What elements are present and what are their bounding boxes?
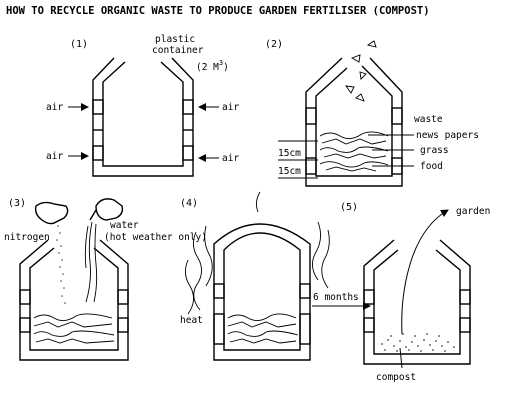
compost-pile: [381, 333, 455, 352]
water-label-line1: water: [110, 220, 139, 231]
arrow-icon: [401, 209, 449, 335]
waste-layers: [33, 313, 115, 344]
compost-bin-icon: [213, 223, 311, 361]
news-papers-label: news papers: [416, 130, 479, 141]
diagram-title: HOW TO RECYCLE ORGANIC WASTE TO PRODUCE …: [6, 5, 430, 17]
compost-bin-icon: [92, 57, 194, 177]
air-label-left-bottom: air: [46, 151, 63, 162]
water-label-line2: (hot weather only): [104, 232, 207, 243]
container-label-line2: container: [152, 45, 204, 56]
step-1: (1) plastic container (2 M3) air air air…: [46, 34, 239, 177]
heat-label: heat: [180, 315, 203, 326]
waste-label: waste: [414, 114, 443, 125]
falling-waste: [345, 40, 377, 102]
step-5: (5) garden compost: [340, 202, 490, 383]
bag-icon: [34, 201, 69, 225]
step-4-number: (4): [180, 198, 198, 209]
compost-label: compost: [376, 372, 416, 383]
step-3-number: (3): [8, 198, 26, 209]
grass-label: grass: [420, 145, 449, 156]
duration-label: 6 months: [313, 292, 359, 303]
step-5-number: (5): [340, 202, 358, 213]
waste-layers: [227, 313, 299, 344]
air-label-right-top: air: [222, 102, 239, 113]
container-label-line1: plastic: [155, 34, 195, 45]
compost-bin-icon: [363, 239, 471, 365]
waste-layers: [319, 131, 389, 172]
compost-leader: [399, 347, 403, 369]
step-1-number: (1): [70, 39, 88, 50]
step-3: (3) nitrogen water (hot weather only): [4, 198, 207, 361]
air-label-right-bottom: air: [222, 153, 239, 164]
compost-bin-icon: [19, 239, 129, 361]
watering-can-icon: [89, 198, 124, 221]
nitrogen-sprinkle: [56, 225, 66, 304]
step-2-number: (2): [265, 39, 283, 50]
garden-label: garden: [456, 206, 490, 217]
heat-wisps: [185, 191, 330, 315]
food-label: food: [420, 161, 443, 172]
layer-1-label: 15cm: [278, 148, 301, 159]
volume-label: (2 M3): [196, 59, 229, 73]
step-4: (4) heat 6 months: [180, 191, 371, 361]
water-stream: [84, 221, 98, 303]
nitrogen-label: nitrogen: [4, 232, 50, 243]
step-2: (2) waste news papers: [265, 39, 479, 187]
air-label-left-top: air: [46, 102, 63, 113]
layer-2-label: 15cm: [278, 166, 301, 177]
